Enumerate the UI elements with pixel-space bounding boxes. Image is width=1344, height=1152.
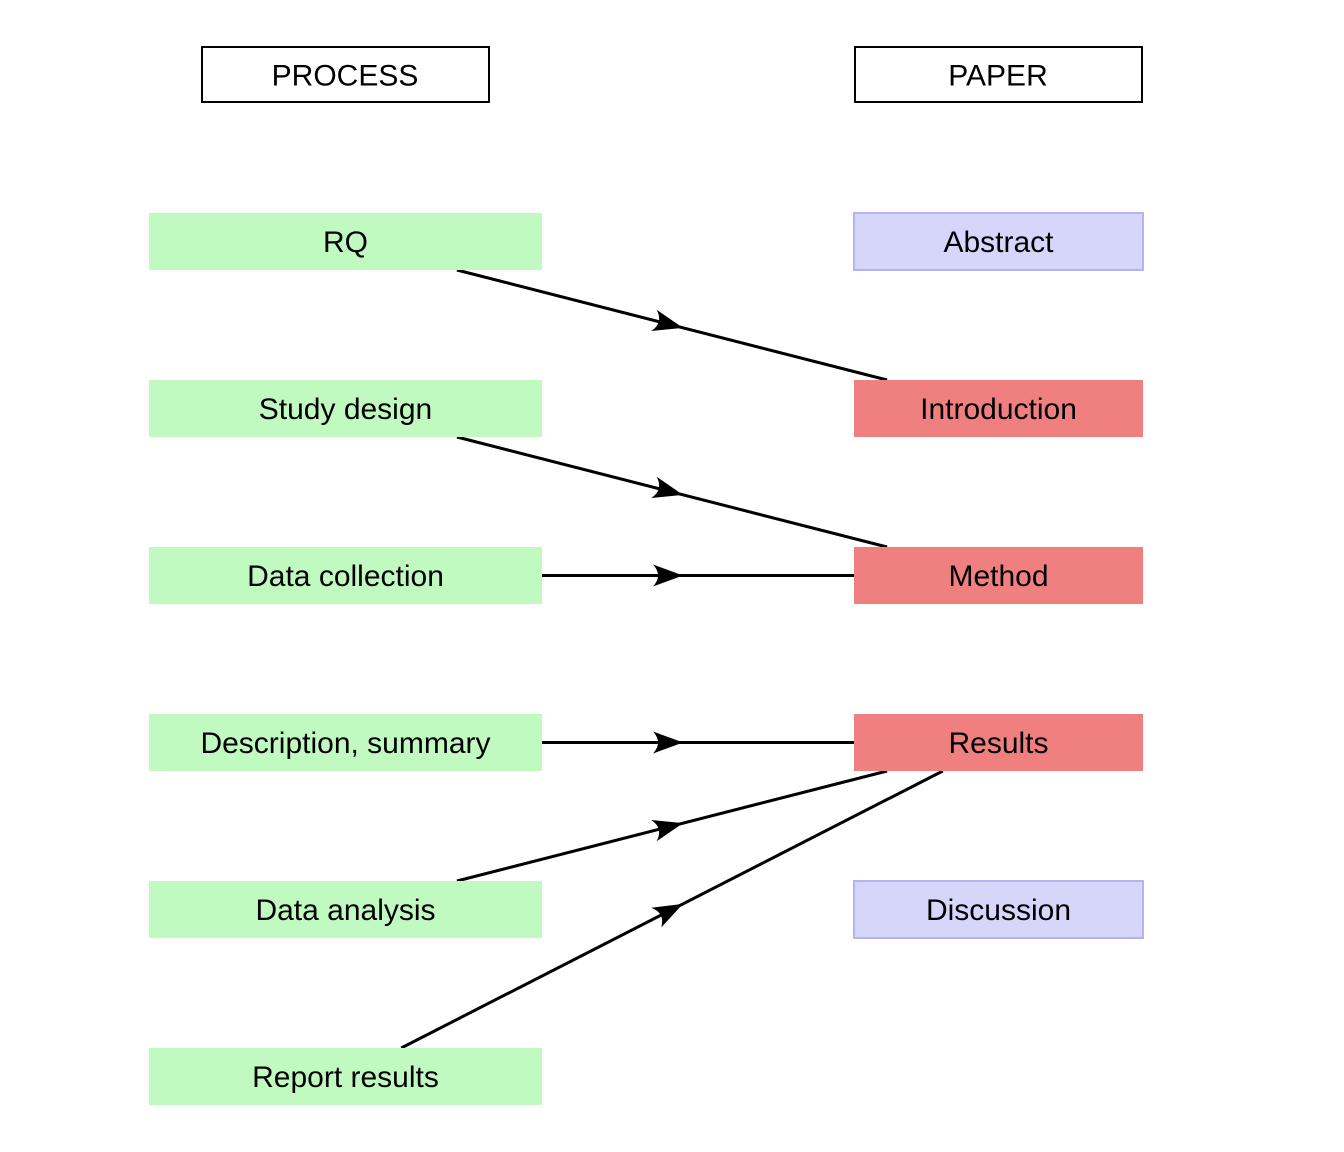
paper-node-method: Method xyxy=(854,547,1143,604)
paper-node-box xyxy=(854,547,1143,604)
arrowhead-icon xyxy=(653,731,683,754)
edge-rq-to-introduction xyxy=(456,268,888,382)
process-node-box xyxy=(149,213,542,270)
process-node-label: Study design xyxy=(259,393,432,426)
paper-node-label: Introduction xyxy=(920,393,1077,426)
paper-node-box xyxy=(854,714,1143,771)
paper-header-box xyxy=(854,46,1143,103)
process-header-label: PROCESS xyxy=(272,60,419,93)
paper-node-box xyxy=(853,212,1144,271)
process-node-label: Data analysis xyxy=(255,894,435,927)
paper-node-box xyxy=(854,380,1143,437)
process-node-box xyxy=(149,714,542,771)
process-node-study-design: Study design xyxy=(149,380,542,437)
arrowhead-icon xyxy=(651,309,683,332)
process-node-box xyxy=(149,380,542,437)
process-node-data-analysis: Data analysis xyxy=(149,881,542,938)
process-node-label: Description, summary xyxy=(200,727,490,760)
arrowhead-icon xyxy=(651,476,683,499)
paper-node-box xyxy=(853,880,1144,939)
paper-node-results: Results xyxy=(854,714,1143,771)
process-header-box xyxy=(201,46,490,103)
edge-study-design-to-method xyxy=(456,435,888,549)
paper-node-label: Abstract xyxy=(943,226,1054,259)
process-node-description-summary: Description, summary xyxy=(149,714,542,771)
process-header: PROCESS xyxy=(201,46,490,103)
arrowhead-icon xyxy=(653,564,683,587)
process-node-label: RQ xyxy=(323,226,368,259)
paper-node-abstract: Abstract xyxy=(853,212,1144,271)
process-node-data-collection: Data collection xyxy=(149,547,542,604)
paper-column: Abstract Introduction Method Results Dis… xyxy=(853,212,1144,939)
edge-report-results-to-results xyxy=(400,769,944,1050)
edges xyxy=(400,268,944,1050)
paper-header: PAPER xyxy=(854,46,1143,103)
edge-data-collection-to-method xyxy=(542,564,854,587)
paper-node-label: Method xyxy=(948,560,1048,593)
arrowhead-icon xyxy=(651,903,683,928)
paper-node-label: Discussion xyxy=(926,894,1071,927)
paper-node-introduction: Introduction xyxy=(854,380,1143,437)
process-node-box xyxy=(149,1048,542,1105)
paper-header-label: PAPER xyxy=(948,60,1047,93)
paper-node-label: Results xyxy=(948,727,1048,760)
edge-description-summary-to-results xyxy=(542,731,854,754)
process-node-box xyxy=(149,547,542,604)
process-column: RQ Study design Data collection Descript… xyxy=(149,213,542,1105)
process-node-box xyxy=(149,881,542,938)
process-node-label: Report results xyxy=(252,1061,439,1094)
process-node-report-results: Report results xyxy=(149,1048,542,1105)
paper-node-discussion: Discussion xyxy=(853,880,1144,939)
edge-data-analysis-to-results xyxy=(456,769,888,883)
process-node-rq: RQ xyxy=(149,213,542,270)
process-node-label: Data collection xyxy=(247,560,444,593)
arrowhead-icon xyxy=(651,819,683,842)
